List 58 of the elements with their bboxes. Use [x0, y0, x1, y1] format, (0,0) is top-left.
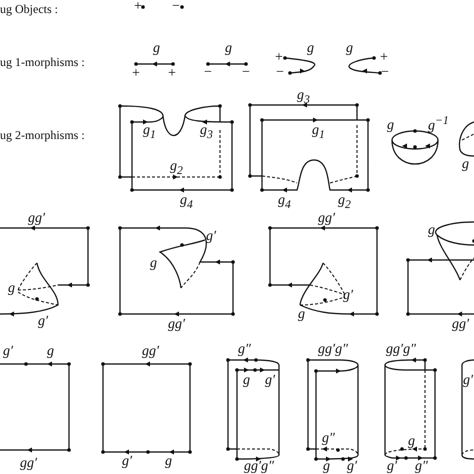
math-label: g′	[387, 460, 398, 474]
math-label: g′	[463, 374, 474, 388]
sign-label: −	[381, 66, 389, 80]
math-label: g	[428, 224, 435, 238]
math-label: g	[153, 42, 160, 56]
sign-label: +	[168, 67, 176, 81]
math-label: g′	[122, 455, 132, 469]
math-label: g″	[238, 343, 251, 357]
math-label: g″	[415, 460, 428, 474]
math-label: g$_{1}$	[312, 124, 325, 142]
math-label: gg′	[142, 345, 160, 359]
math-label: g$^{−1}$	[428, 114, 449, 134]
math-label: g	[346, 42, 353, 56]
math-label: g$_{1}$	[143, 124, 156, 142]
math-label: g	[47, 345, 54, 359]
math-label: gg′	[452, 318, 470, 332]
math-label: gg′g″	[318, 343, 348, 357]
sign-label: +	[380, 51, 388, 65]
math-label: gg′	[28, 212, 46, 226]
math-label: g$_{2}$	[170, 160, 183, 178]
math-label: g	[225, 42, 232, 56]
sign-label: +	[134, 0, 142, 14]
math-label: g′	[3, 345, 14, 359]
math-label: g	[462, 158, 469, 172]
math-label: g	[307, 42, 314, 56]
sign-label: −	[172, 0, 180, 14]
math-label: g	[165, 455, 172, 469]
math-label: g″	[322, 432, 335, 446]
sign-label: +	[275, 51, 283, 65]
math-label: g	[8, 282, 15, 296]
sign-label: +	[132, 67, 140, 81]
math-label: g	[150, 257, 157, 271]
sign-label: −	[242, 66, 250, 80]
math-label: g′	[265, 374, 276, 388]
math-label: gg′	[318, 212, 336, 226]
math-label: g$_{3}$	[200, 124, 213, 142]
math-label: g$_{4}$	[180, 194, 193, 212]
math-label: g	[298, 308, 305, 322]
math-label: g	[408, 435, 415, 449]
sign-label: −	[276, 66, 284, 80]
math-label: g′	[206, 230, 216, 244]
row-heading: ug 2-morphisms :	[0, 128, 85, 142]
math-label: g′	[347, 460, 358, 474]
math-label: g	[243, 374, 250, 388]
math-label: g′	[38, 315, 48, 329]
math-label: gg′g″	[386, 343, 416, 357]
math-label: g$_{2}$	[338, 194, 351, 212]
row-heading: ug 1-morphisms :	[0, 55, 85, 69]
sign-label: −	[204, 66, 212, 80]
math-label: g$_{3}$	[297, 89, 310, 107]
math-label: gg′g″	[244, 460, 274, 474]
math-label: g	[387, 119, 394, 133]
math-label: g$_{4}$	[278, 194, 291, 212]
math-label: g	[323, 460, 330, 474]
math-label: g′	[343, 289, 354, 303]
row-heading: ug Objects :	[0, 2, 58, 16]
math-label: gg′	[168, 318, 186, 332]
math-label: gg′	[20, 457, 38, 471]
